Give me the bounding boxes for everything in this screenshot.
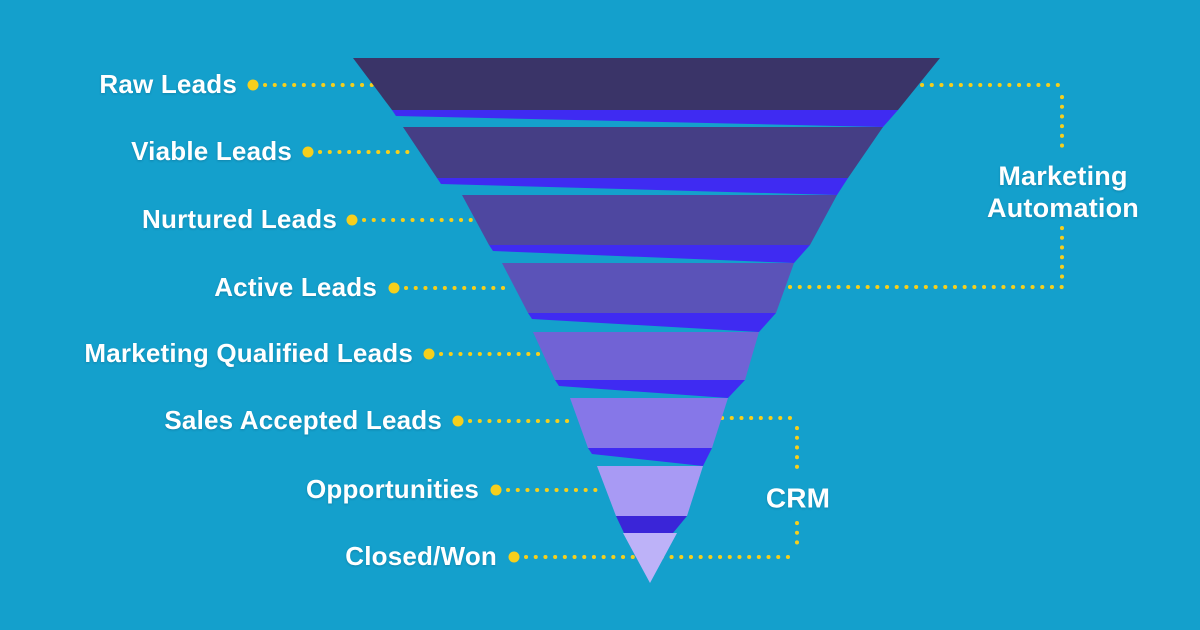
funnel-stage-shape-opportunities	[597, 466, 703, 516]
funnel-stage-shape-active-leads	[502, 263, 794, 313]
funnel-connector-0	[392, 110, 898, 127]
funnel-connector-1	[437, 178, 848, 195]
funnel-connector-6	[616, 516, 687, 533]
funnel-stage-shape-closed-won	[623, 533, 677, 583]
leader-dot-marketing-qualified-leads	[423, 348, 435, 360]
annotation-line: Automation	[987, 193, 1139, 223]
annotation-label-crm: CRM	[766, 481, 830, 514]
funnel-connector-5	[588, 448, 712, 466]
stage-label-nurtured-leads: Nurtured Leads	[142, 203, 337, 234]
funnel-connector-4	[555, 380, 745, 398]
stage-label-closed-won: Closed/Won	[345, 540, 497, 571]
leader-dot-closed-won	[508, 551, 520, 563]
leader-dot-sales-accepted-leads	[452, 415, 464, 427]
annotation-line: Marketing	[998, 161, 1128, 192]
funnel-stage-shape-marketing-qualified-leads	[533, 332, 759, 380]
stage-label-opportunities: Opportunities	[305, 473, 479, 504]
stage-label-viable-leads: Viable Leads	[131, 135, 292, 166]
stage-label-marketing-qualified-leads: Marketing Qualified Leads	[84, 337, 413, 368]
leader-dot-nurtured-leads	[346, 214, 358, 226]
stage-label-active-leads: Active Leads	[214, 271, 377, 302]
funnel-connector-2	[489, 245, 810, 263]
funnel-connector-3	[528, 313, 776, 332]
stage-label-raw-leads: Raw Leads	[99, 68, 237, 99]
leader-dot-active-leads	[388, 282, 400, 294]
funnel-stage-shape-raw-leads	[353, 58, 940, 110]
funnel-stage-shape-viable-leads	[403, 127, 883, 178]
funnel-stage-shape-nurtured-leads	[462, 195, 837, 245]
stage-label-sales-accepted-leads: Sales Accepted Leads	[164, 404, 442, 435]
annotation-line: CRM	[765, 482, 831, 514]
funnel-stage-shape-sales-accepted-leads	[570, 398, 728, 448]
leader-dot-viable-leads	[302, 146, 314, 158]
leader-dot-opportunities	[490, 484, 502, 496]
leader-dot-raw-leads	[247, 79, 259, 91]
